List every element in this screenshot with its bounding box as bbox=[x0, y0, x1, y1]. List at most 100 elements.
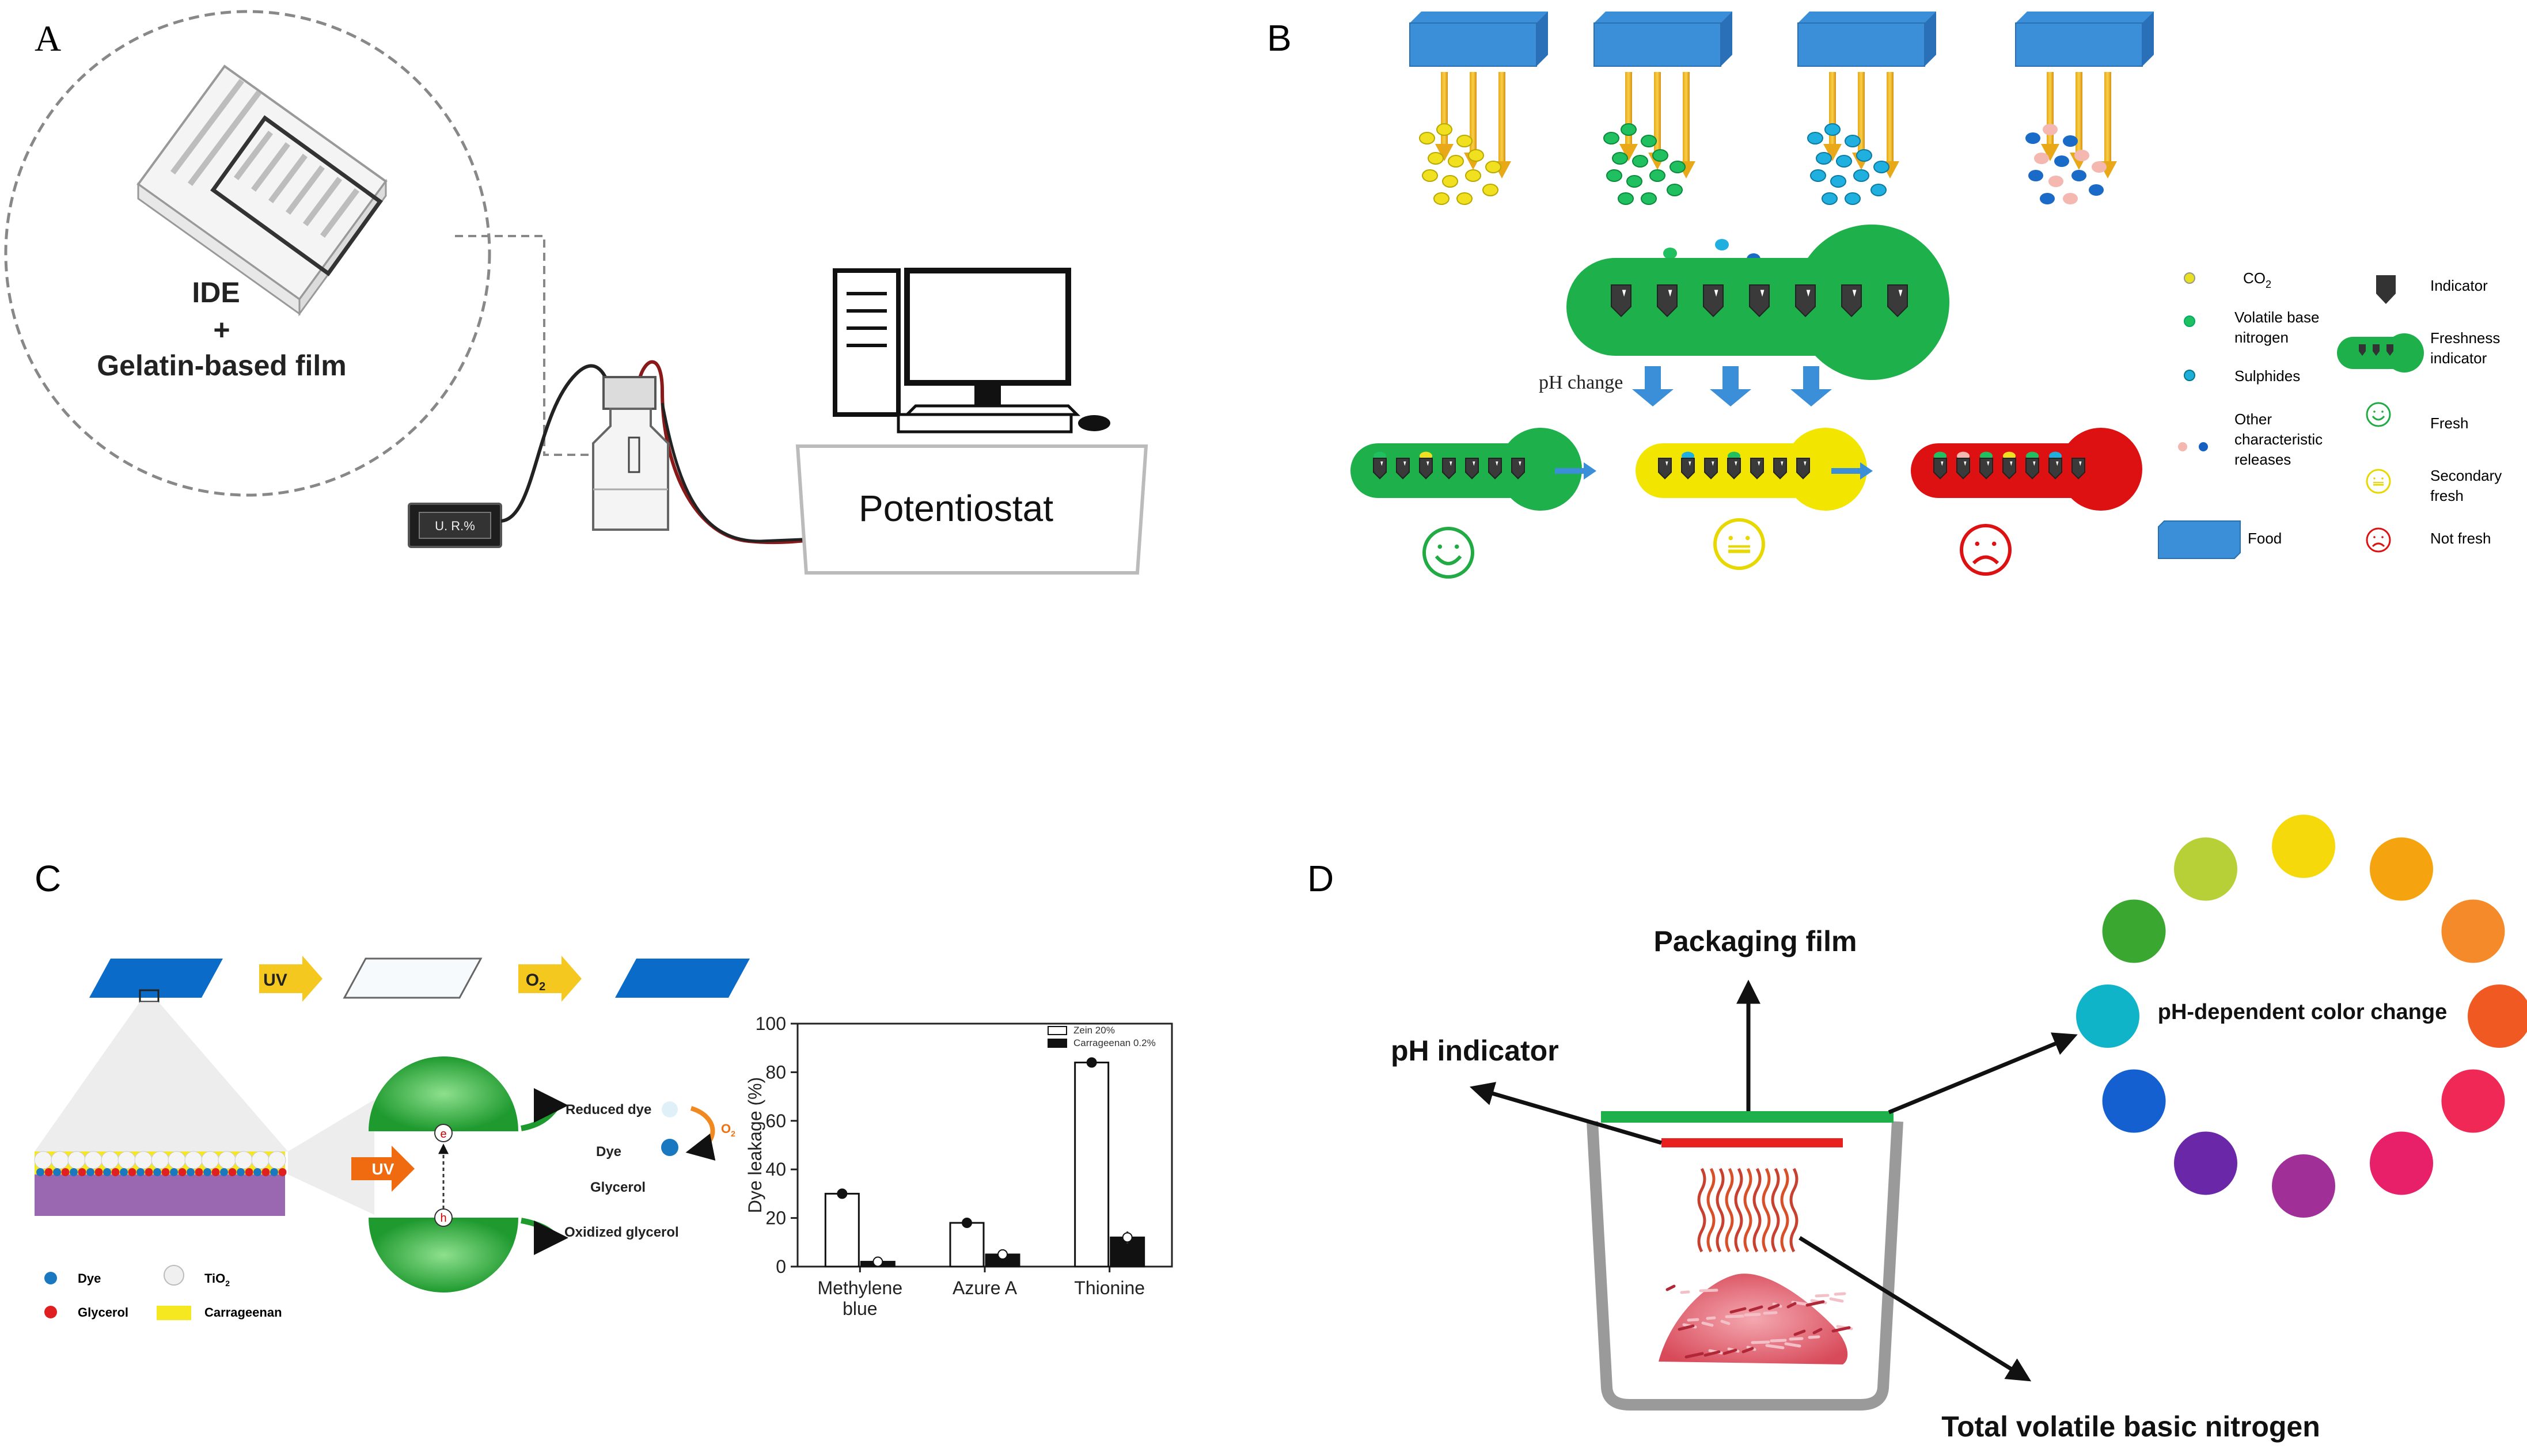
panel-c-letter: C bbox=[35, 858, 61, 899]
release-arrows bbox=[1435, 72, 2117, 178]
particle bbox=[1621, 123, 1637, 136]
color-swatch bbox=[2174, 1131, 2237, 1195]
ide-label: IDE bbox=[192, 276, 240, 309]
neutral-face-icon bbox=[2366, 469, 2391, 494]
color-swatch bbox=[2370, 837, 2433, 901]
ph-arrow bbox=[1722, 366, 1739, 389]
face-outline bbox=[2366, 402, 2391, 427]
release-arrow bbox=[1654, 72, 1661, 153]
particle bbox=[1824, 123, 1841, 136]
hole-label: h bbox=[440, 1212, 446, 1225]
meat-fiber bbox=[1765, 1344, 1785, 1349]
face-mouth bbox=[1435, 555, 1462, 565]
electron-label: e bbox=[440, 1128, 446, 1141]
indicator-icon bbox=[2025, 451, 2039, 480]
meat-fiber bbox=[1793, 1329, 1806, 1336]
state-indicator-head bbox=[2059, 428, 2142, 511]
dye-bead bbox=[203, 1168, 211, 1176]
particle bbox=[1603, 132, 1619, 145]
glycerol-bead bbox=[278, 1168, 287, 1176]
vapour-line bbox=[1697, 1168, 1706, 1253]
uv-label-side: UV bbox=[372, 1160, 394, 1178]
tvbn-label: Total volatile basic nitrogen bbox=[1941, 1411, 2320, 1443]
indicator-body bbox=[1511, 458, 1525, 480]
indicator-icon bbox=[1704, 458, 1718, 480]
reduced-dye-label: Reduced dye bbox=[566, 1102, 651, 1117]
ph-indicator-strip bbox=[1661, 1138, 1843, 1147]
color-swatch bbox=[2441, 899, 2505, 963]
vapour-line bbox=[1716, 1168, 1725, 1253]
particle bbox=[1485, 161, 1501, 173]
indicator-shine bbox=[2010, 461, 2013, 466]
particle bbox=[2043, 124, 2058, 135]
particle bbox=[2054, 155, 2069, 167]
indicator-shine bbox=[1806, 290, 1811, 297]
packaging-film-label: Packaging film bbox=[1654, 925, 1857, 957]
meat-mound bbox=[1659, 1273, 1848, 1364]
particle bbox=[2034, 153, 2049, 164]
color-swatch bbox=[2272, 1154, 2335, 1218]
indicator-icon bbox=[1956, 451, 1970, 480]
particle bbox=[1810, 169, 1826, 182]
meat-sample bbox=[1659, 1273, 1853, 1364]
indicator-shine bbox=[1426, 461, 1429, 466]
y-tick-label: 60 bbox=[765, 1111, 786, 1131]
face-eye bbox=[1975, 541, 1980, 546]
indicator-shine bbox=[1735, 461, 1737, 466]
food-block-front bbox=[2015, 22, 2143, 67]
meat-fiber bbox=[1767, 1303, 1780, 1310]
particle bbox=[1649, 169, 1665, 182]
face-eye bbox=[1991, 541, 1997, 546]
face-outline bbox=[2366, 469, 2391, 494]
state-arrow-head bbox=[1860, 462, 1873, 480]
color-swatch bbox=[2174, 837, 2237, 901]
glycerol-bead bbox=[161, 1168, 170, 1176]
indicator-body bbox=[1749, 284, 1770, 317]
meat-fiber bbox=[1722, 1348, 1737, 1355]
state-arrow-head bbox=[1584, 462, 1596, 480]
particle bbox=[1856, 149, 1872, 162]
bar-marker bbox=[837, 1188, 848, 1199]
indicator-body bbox=[1727, 458, 1741, 480]
indicator-shine bbox=[1450, 461, 1452, 466]
reduced-dye-dot bbox=[662, 1101, 678, 1117]
indicator-body bbox=[1796, 458, 1810, 480]
legend-swatch bbox=[1048, 1039, 1067, 1048]
legend-indicator: Indicator bbox=[2430, 277, 2488, 294]
face-eye bbox=[1745, 535, 1750, 541]
dye-bead bbox=[136, 1168, 145, 1176]
release-arrow bbox=[1683, 72, 1690, 161]
particle bbox=[1436, 123, 1452, 136]
tvbn-arrow bbox=[1799, 1236, 2032, 1382]
meat-fiber bbox=[1703, 1350, 1721, 1357]
indicator-shine bbox=[1712, 461, 1714, 466]
indicator-shine bbox=[1987, 461, 1990, 466]
food-block-front bbox=[1409, 22, 1537, 67]
face-outline bbox=[2366, 527, 2391, 553]
indicator-body bbox=[1956, 458, 1970, 480]
particle bbox=[1715, 239, 1729, 250]
indicator-icon bbox=[1657, 284, 1678, 317]
glycerol-bead bbox=[211, 1168, 220, 1176]
meat-fiber bbox=[1770, 1339, 1787, 1343]
film-cross-section bbox=[34, 1151, 287, 1216]
indicator-shine bbox=[1496, 461, 1498, 466]
legend-vbn-1: Volatile base bbox=[2234, 309, 2319, 326]
legend-dye-icon bbox=[44, 1272, 57, 1284]
indicator-icon bbox=[2048, 451, 2062, 480]
food-block-side bbox=[1925, 12, 1936, 66]
meat-fiber bbox=[1805, 1300, 1825, 1307]
particle bbox=[1816, 152, 1832, 165]
indicator-body bbox=[1933, 458, 1947, 480]
food-block-side bbox=[1721, 12, 1732, 66]
x-tick-label: Methylene bbox=[818, 1278, 903, 1298]
bar-marker bbox=[962, 1218, 972, 1229]
particle bbox=[1456, 135, 1473, 147]
indicator-shine bbox=[1760, 290, 1765, 297]
indicator-shine bbox=[1473, 461, 1475, 466]
dye-bead bbox=[170, 1168, 178, 1176]
indicator-icon bbox=[1373, 451, 1387, 480]
particle bbox=[2040, 193, 2055, 204]
particle bbox=[1822, 192, 1838, 205]
glycerol-bead bbox=[261, 1168, 270, 1176]
